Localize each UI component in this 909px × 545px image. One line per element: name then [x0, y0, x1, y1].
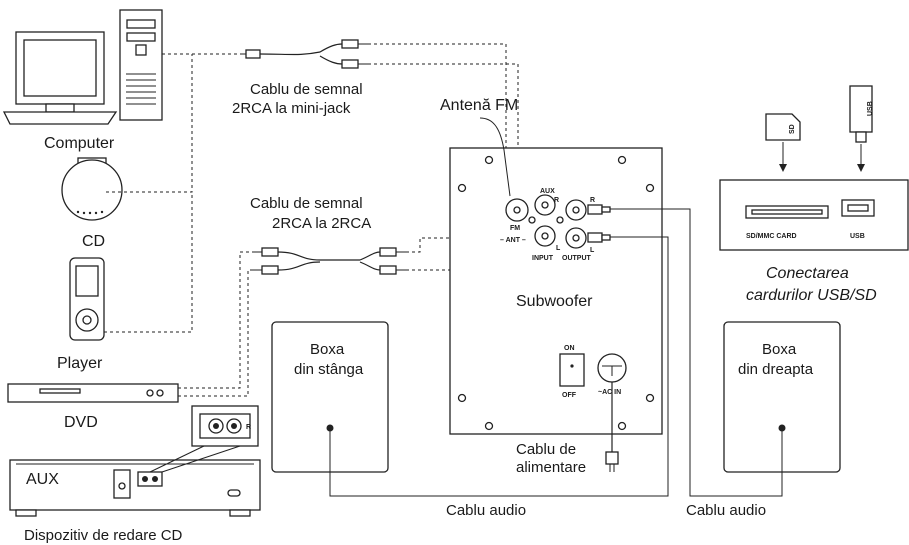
subwoofer-rear-panel: [449, 117, 663, 472]
left-speaker-label-line1: Boxa: [310, 341, 345, 358]
player-label: Player: [57, 355, 103, 372]
computer-icon: [2, 9, 163, 125]
fm-antenna-label: Antenă FM: [440, 97, 518, 114]
aux-jack-label: AUX: [540, 188, 555, 195]
cd-device-icon: [9, 405, 261, 517]
rca-cable-label-line1: Cablu de semnal: [250, 195, 363, 212]
dvd-player-icon: [7, 383, 179, 403]
subwoofer-label: Subwoofer: [516, 293, 593, 310]
dvd-label: DVD: [64, 414, 98, 431]
rca-to-rca-cable: [252, 247, 406, 275]
output-l-label: L: [590, 247, 595, 254]
power-cable-label-line2: alimentare: [516, 459, 586, 476]
cd-player-device-label: Dispozitiv de redare CD: [24, 527, 183, 544]
aux-r-label: R: [554, 197, 559, 204]
audio-cable-right-label: Cablu audio: [686, 502, 766, 519]
antenna-jack-label: – ANT –: [500, 237, 526, 244]
right-speaker-label-line2: din dreapta: [738, 361, 814, 378]
minijack-cable: [240, 39, 368, 69]
switch-off-label: OFF: [562, 392, 577, 399]
computer-label: Computer: [44, 135, 115, 152]
media-player-icon: [69, 257, 105, 341]
card-reader-panel: [719, 85, 909, 251]
cd-device-jack-r-label: R: [246, 424, 251, 431]
cd-label: CD: [82, 233, 105, 250]
left-speaker-label-line2: din stânga: [294, 361, 364, 378]
minijack-cable-label-line1: Cablu de semnal: [250, 81, 363, 98]
input-label: INPUT: [532, 255, 554, 262]
power-cable-label-line1: Cablu de: [516, 441, 576, 458]
input-l-label: L: [556, 245, 561, 252]
output-r-label: R: [590, 197, 595, 204]
usb-sd-caption-line1: Conectarea: [766, 265, 849, 282]
sd-slot-label: SD/MMC CARD: [746, 233, 797, 240]
audio-cables: [329, 208, 783, 497]
usb-sd-caption-line2: cardurilor USB/SD: [746, 287, 877, 304]
audio-cable-left-label: Cablu audio: [446, 502, 526, 519]
output-label: OUTPUT: [562, 255, 592, 262]
cd-player-icon: [61, 157, 123, 221]
usb-slot-label: USB: [850, 233, 865, 240]
switch-on-label: ON: [564, 345, 575, 352]
minijack-cable-label-line2: 2RCA la mini-jack: [232, 100, 351, 117]
fm-jack-label: FM: [510, 225, 520, 232]
sd-card-label: SD: [789, 124, 796, 134]
aux-device-label: AUX: [26, 471, 59, 488]
right-speaker-label-line1: Boxa: [762, 341, 797, 358]
ac-in-label: ~AC IN: [598, 389, 621, 396]
usb-stick-label: USB: [867, 101, 874, 116]
rca-cable-label-line2: 2RCA la 2RCA: [272, 215, 371, 232]
